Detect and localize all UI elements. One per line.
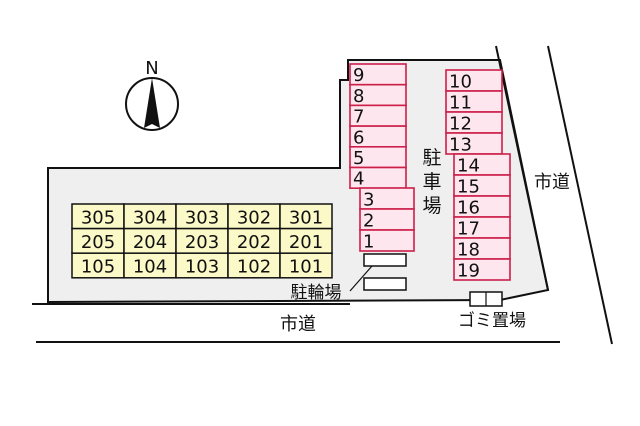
parking-space-number: 18 xyxy=(457,240,480,261)
unit-cell xyxy=(123,227,177,254)
unit-number: 203 xyxy=(185,232,219,253)
parking-space-number: 3 xyxy=(363,190,374,211)
unit-cell xyxy=(227,203,281,230)
unit-number: 101 xyxy=(289,257,323,278)
parking-space-number: 8 xyxy=(353,86,364,107)
road-label-right: 市道 xyxy=(534,172,570,193)
unit-number: 303 xyxy=(185,207,219,228)
north-arrow-icon: N xyxy=(125,58,179,131)
unit-number: 102 xyxy=(237,257,271,278)
parking-space-number: 11 xyxy=(449,93,472,114)
bicycle-parking-label: 駐輪場 xyxy=(291,283,342,303)
unit-number: 104 xyxy=(133,257,167,278)
parking-space-number: 17 xyxy=(457,219,480,240)
building-units: 305 304 303 302 301 205 204 203 202 201 105 104 103 1… xyxy=(71,203,333,279)
unit-number: 202 xyxy=(237,232,271,253)
unit-number: 204 xyxy=(133,232,167,253)
road-label-bottom: 市道 xyxy=(280,314,316,335)
unit-number: 201 xyxy=(289,232,323,253)
parking-label-char: 駐 xyxy=(422,147,441,169)
bicycle-parking: 駐輪場 xyxy=(291,253,407,303)
parking-space-number: 2 xyxy=(363,211,374,232)
parking-space-number: 16 xyxy=(457,198,480,219)
unit-cell xyxy=(175,252,229,279)
parking-space xyxy=(453,258,511,281)
garbage-area-label: ゴミ置場 xyxy=(458,310,526,331)
parking-label: 駐 車 場 xyxy=(422,147,441,217)
parking-space-number: 1 xyxy=(363,232,374,253)
unit-number: 205 xyxy=(81,232,115,253)
parking-label-char: 車 xyxy=(422,171,441,193)
parking-space-number: 19 xyxy=(457,261,480,282)
road-lines xyxy=(32,45,613,345)
unit-cell xyxy=(227,227,281,254)
unit-number: 301 xyxy=(289,207,323,228)
parking-label-char: 場 xyxy=(422,195,441,217)
parking-space-number: 12 xyxy=(449,114,472,135)
unit-number: 304 xyxy=(133,207,167,228)
parking-space-number: 13 xyxy=(449,135,472,156)
unit-cell xyxy=(279,203,333,230)
unit-number: 103 xyxy=(185,257,219,278)
compass-label: N xyxy=(145,58,158,79)
garbage-area: ゴミ置場 xyxy=(458,291,526,331)
parking-space xyxy=(359,229,415,252)
unit-cell xyxy=(71,252,125,279)
parking-space-number: 9 xyxy=(353,65,364,86)
parking-space-number: 4 xyxy=(353,169,364,190)
unit-number: 302 xyxy=(237,207,271,228)
parking-space-number: 10 xyxy=(449,72,472,93)
parking-space-number: 7 xyxy=(353,107,364,128)
unit-number: 305 xyxy=(81,207,115,228)
parking-space-number: 6 xyxy=(353,127,364,148)
parking-space-number: 14 xyxy=(457,156,480,177)
unit-cell xyxy=(123,252,177,279)
unit-number: 105 xyxy=(81,257,115,278)
parking-space-number: 5 xyxy=(353,148,364,169)
parking-space-number: 15 xyxy=(457,177,480,198)
unit-cell xyxy=(279,252,333,279)
